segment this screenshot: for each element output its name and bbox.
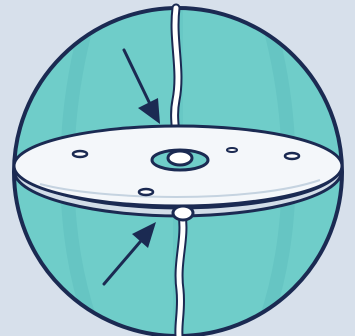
disc-hole (139, 189, 153, 195)
rope-bottom (179, 214, 183, 336)
disc-hole (285, 153, 299, 159)
disc-hole (227, 148, 237, 152)
disc-hole (73, 151, 87, 157)
rope-knot-bottom (173, 206, 193, 220)
disc (14, 126, 342, 216)
rope-knot (168, 151, 192, 165)
